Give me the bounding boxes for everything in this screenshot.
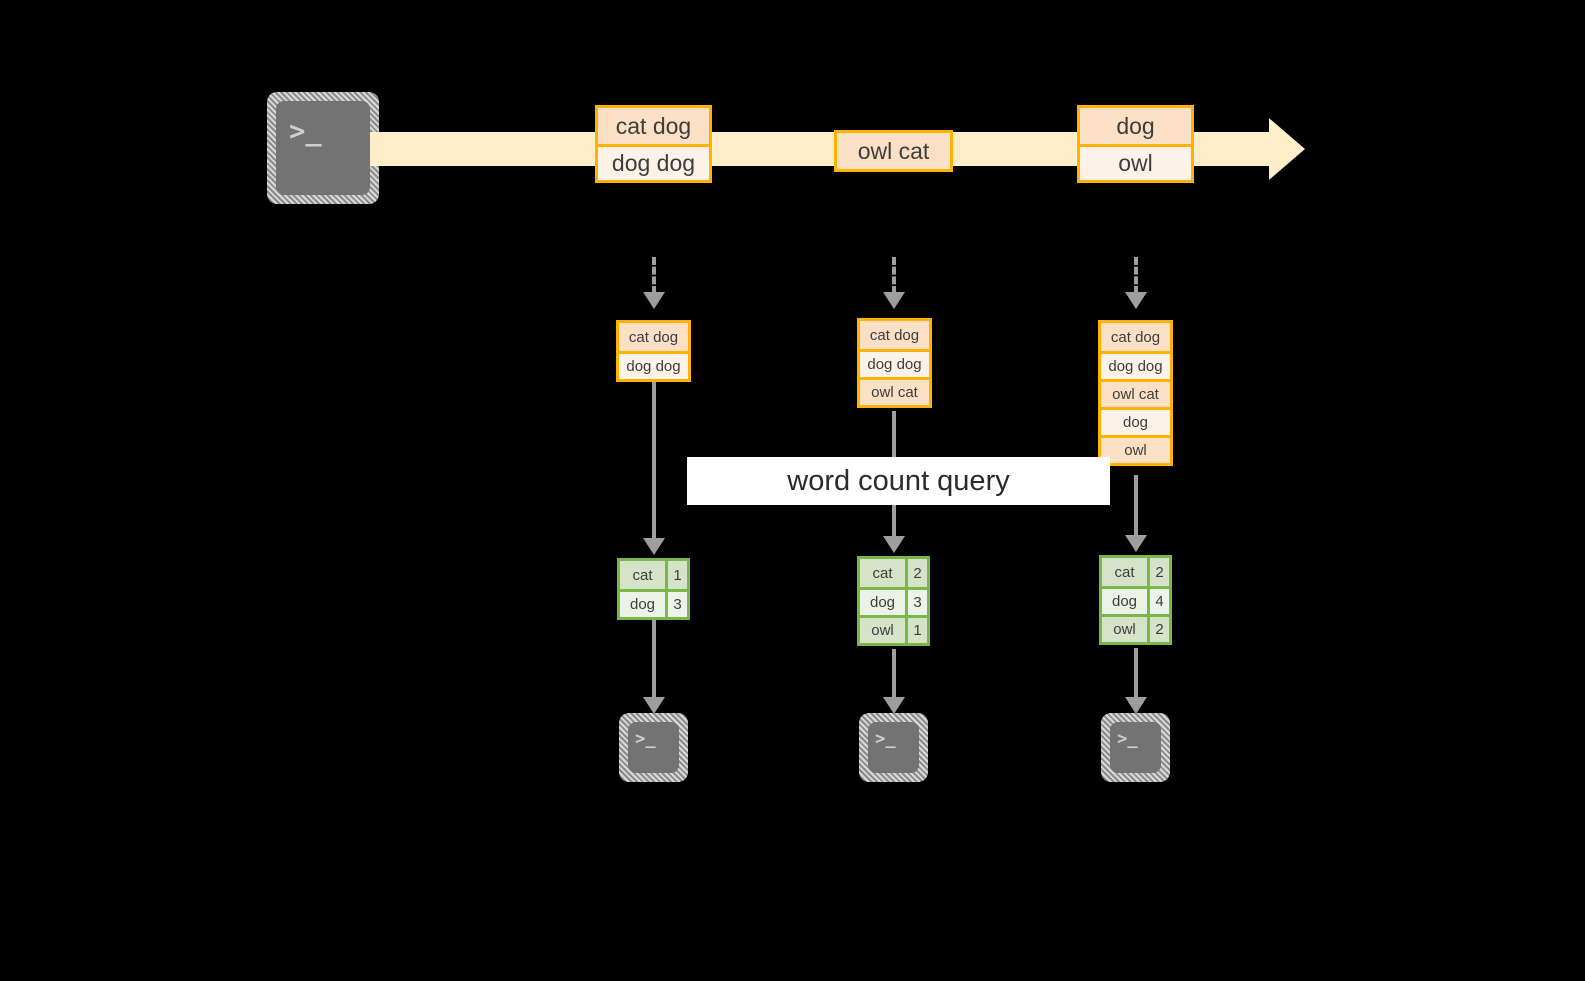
- result-count: 3: [668, 592, 687, 617]
- terminal-screen: >_: [1110, 722, 1161, 773]
- output-connector-arrowhead-1: [643, 697, 665, 714]
- accumulated-records-2: cat dog dog dog owl cat: [857, 318, 932, 408]
- terminal-prompt-glyph: >_: [635, 729, 656, 750]
- result-word: owl: [1102, 617, 1150, 642]
- result-word: cat: [1102, 558, 1150, 586]
- output-connector-arrowhead-3: [1125, 697, 1147, 714]
- accumulated-record: cat dog: [1101, 323, 1170, 351]
- result-row: cat 1: [620, 561, 687, 589]
- result-word: dog: [620, 592, 668, 617]
- query-connector-arrowhead-2: [883, 536, 905, 553]
- stream-record-group-1: cat dog dog dog: [595, 105, 712, 183]
- result-count: 4: [1150, 589, 1169, 614]
- result-word: dog: [860, 590, 908, 615]
- output-connector-arrowhead-2: [883, 697, 905, 714]
- terminal-prompt-glyph: >_: [1117, 729, 1138, 750]
- result-count: 2: [908, 559, 927, 587]
- sink-terminal-icon-2: >_: [859, 713, 928, 782]
- accumulated-record: dog dog: [860, 349, 929, 377]
- result-row: dog 3: [620, 589, 687, 617]
- stream-tap-line-1: [652, 257, 656, 294]
- result-row: owl 2: [1102, 614, 1169, 642]
- sink-terminal-icon-1: >_: [619, 713, 688, 782]
- query-label-band: word count query: [687, 457, 1110, 505]
- terminal-screen: >_: [276, 101, 370, 195]
- result-row: owl 1: [860, 615, 927, 643]
- source-terminal-icon: >_: [267, 92, 379, 204]
- accumulated-records-1: cat dog dog dog: [616, 320, 691, 382]
- event-stream-arrow-head: [1269, 118, 1305, 180]
- query-connector-arrowhead-1: [643, 538, 665, 555]
- stream-record: owl: [1080, 144, 1191, 180]
- terminal-screen: >_: [628, 722, 679, 773]
- result-word: cat: [620, 561, 668, 589]
- accumulated-records-3: cat dog dog dog owl cat dog owl: [1098, 320, 1173, 466]
- result-count: 3: [908, 590, 927, 615]
- result-row: cat 2: [1102, 558, 1169, 586]
- stream-tap-line-2: [892, 257, 896, 294]
- accumulated-record: dog dog: [619, 351, 688, 379]
- stream-record: owl cat: [837, 133, 950, 169]
- result-word: owl: [860, 618, 908, 643]
- accumulated-record: owl cat: [1101, 379, 1170, 407]
- stream-tap-arrowhead-1: [643, 292, 665, 309]
- result-count: 2: [1150, 617, 1169, 642]
- stream-record: dog dog: [598, 144, 709, 180]
- result-row: dog 4: [1102, 586, 1169, 614]
- result-word: cat: [860, 559, 908, 587]
- accumulated-record: dog: [1101, 407, 1170, 435]
- output-connector-1: [652, 620, 656, 700]
- query-connector-1: [652, 382, 656, 542]
- result-count: 1: [668, 561, 687, 589]
- stream-tap-line-3: [1134, 257, 1138, 294]
- terminal-prompt-glyph: >_: [875, 729, 896, 750]
- query-connector-arrowhead-3: [1125, 535, 1147, 552]
- output-connector-2: [892, 649, 896, 700]
- result-row: cat 2: [860, 559, 927, 587]
- sink-terminal-icon-3: >_: [1101, 713, 1170, 782]
- word-count-result-1: cat 1 dog 3: [617, 558, 690, 620]
- accumulated-record: owl cat: [860, 377, 929, 405]
- stream-record-group-2: owl cat: [834, 130, 953, 172]
- stream-record-group-3: dog owl: [1077, 105, 1194, 183]
- stream-record: cat dog: [598, 108, 709, 144]
- word-count-result-2: cat 2 dog 3 owl 1: [857, 556, 930, 646]
- stream-tap-arrowhead-2: [883, 292, 905, 309]
- accumulated-record: owl: [1101, 435, 1170, 463]
- query-label: word count query: [787, 464, 1010, 497]
- result-row: dog 3: [860, 587, 927, 615]
- accumulated-record: dog dog: [1101, 351, 1170, 379]
- result-count: 2: [1150, 558, 1169, 586]
- accumulated-record: cat dog: [860, 321, 929, 349]
- terminal-prompt-glyph: >_: [289, 115, 322, 147]
- word-count-result-3: cat 2 dog 4 owl 2: [1099, 555, 1172, 645]
- stream-record: dog: [1080, 108, 1191, 144]
- query-connector-3: [1134, 475, 1138, 540]
- result-count: 1: [908, 618, 927, 643]
- result-word: dog: [1102, 589, 1150, 614]
- stream-tap-arrowhead-3: [1125, 292, 1147, 309]
- output-connector-3: [1134, 648, 1138, 700]
- terminal-screen: >_: [868, 722, 919, 773]
- accumulated-record: cat dog: [619, 323, 688, 351]
